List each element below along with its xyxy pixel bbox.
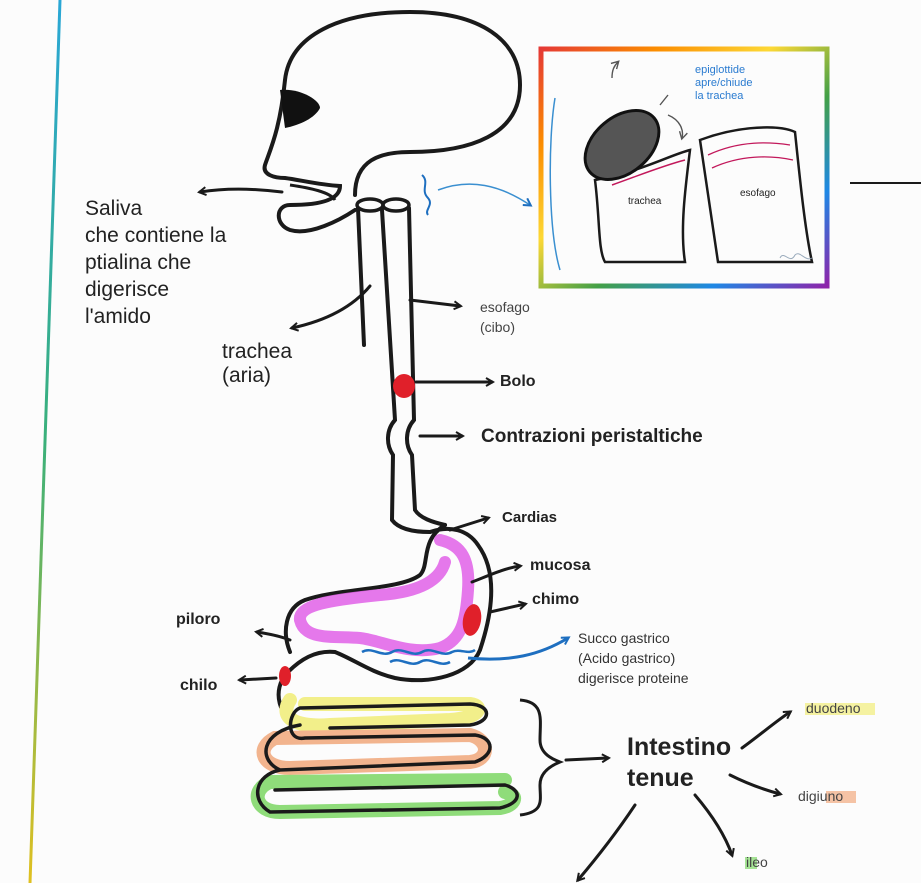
- digiuno-label: digiuno: [798, 788, 844, 804]
- contrazioni-label: Contrazioni peristaltiche: [481, 426, 703, 447]
- saliva-line: l'amido: [85, 305, 151, 328]
- ileo-highlight: [745, 857, 757, 869]
- skull-outline: [262, 9, 523, 234]
- succo-gastrico-label: Succo gastrico (Acido gastrico) digerisc…: [578, 628, 689, 688]
- inset-drawing: [549, 62, 814, 271]
- inset-connector-arrow: [437, 183, 530, 205]
- skull-jaw: [289, 183, 337, 201]
- succo-line: digerisce proteine: [578, 670, 689, 686]
- trachea-line: (aria): [222, 364, 272, 387]
- chimo-blob: [462, 604, 482, 636]
- arrow-esofago: [408, 298, 460, 306]
- chilo-label: chilo: [180, 677, 218, 694]
- trachea-line: trachea: [222, 340, 293, 363]
- arrow-succo: [467, 638, 568, 661]
- esophagus-top: [381, 197, 411, 213]
- intestino-line: tenue: [627, 764, 694, 792]
- epiglottide-line: apre/chiude: [695, 77, 753, 89]
- duodeno-highlight: [805, 703, 875, 715]
- epiglottis-inset: [538, 46, 830, 289]
- arrow-saliva: [200, 189, 284, 192]
- ileo-label: ileo: [746, 854, 768, 870]
- inset-trachea-label: trachea: [628, 196, 662, 207]
- trachea-label: trachea (aria): [222, 340, 292, 388]
- arrow-piloro: [257, 632, 292, 642]
- nose-cavity: [280, 89, 320, 128]
- inset-esofago-label: esofago: [740, 188, 776, 199]
- arrow-duodeno: [740, 712, 790, 750]
- intestino-tenue-label: Intestino tenue: [627, 732, 731, 794]
- stomach-mucosa: [294, 534, 475, 657]
- trachea-top: [355, 197, 385, 213]
- succo-line: (Acido gastrico): [578, 650, 676, 666]
- arrow-cardias: [448, 518, 488, 532]
- intestine-outline: [255, 702, 519, 814]
- saliva-line: che contiene la: [85, 224, 227, 247]
- bolo-blob: [393, 374, 415, 398]
- arrow-intestino: [564, 758, 608, 760]
- signature: [779, 253, 813, 260]
- saliva-line: ptialina che: [85, 251, 192, 274]
- esofago-line: (cibo): [480, 319, 516, 335]
- arrow-chimo: [488, 604, 525, 614]
- gastric-waves: [361, 648, 476, 665]
- arrow-down: [578, 803, 637, 880]
- margin-line: [28, 0, 62, 883]
- arrow-chilo: [240, 678, 278, 680]
- saliva-line: Saliva: [85, 197, 143, 220]
- cardias-label: Cardias: [502, 509, 558, 526]
- succo-line: Succo gastrico: [578, 630, 670, 646]
- mucosa-label: mucosa: [530, 557, 591, 574]
- chilo-blob: [279, 666, 291, 686]
- bolo-label: Bolo: [500, 373, 536, 390]
- epiglottide-line: la trachea: [695, 90, 744, 102]
- epiglottide-line: epiglottide: [695, 64, 746, 76]
- digiuno-highlight: [826, 791, 856, 803]
- arrow-mucosa: [470, 566, 520, 584]
- arrow-digiuno: [728, 773, 780, 794]
- piloro-label: piloro: [176, 611, 221, 628]
- intestino-line: Intestino: [627, 733, 732, 761]
- saliva-line: digerisce: [85, 278, 170, 301]
- trachea-tube: [356, 206, 432, 534]
- esofago-label: esofago (cibo): [480, 297, 530, 337]
- arrow-ileo: [693, 793, 732, 855]
- saliva-label: Saliva che contiene la ptialina che dige…: [85, 195, 226, 330]
- arrow-trachea: [292, 284, 372, 328]
- throat-squiggle: [421, 174, 431, 216]
- esophagus-tube: [405, 206, 447, 527]
- chimo-label: chimo: [532, 591, 580, 608]
- duodeno-label: duodeno: [806, 700, 861, 716]
- epiglottide-label: epiglottide apre/chiude la trachea: [695, 64, 753, 103]
- intestine-brace: [519, 698, 565, 817]
- esofago-line: esofago: [480, 299, 530, 315]
